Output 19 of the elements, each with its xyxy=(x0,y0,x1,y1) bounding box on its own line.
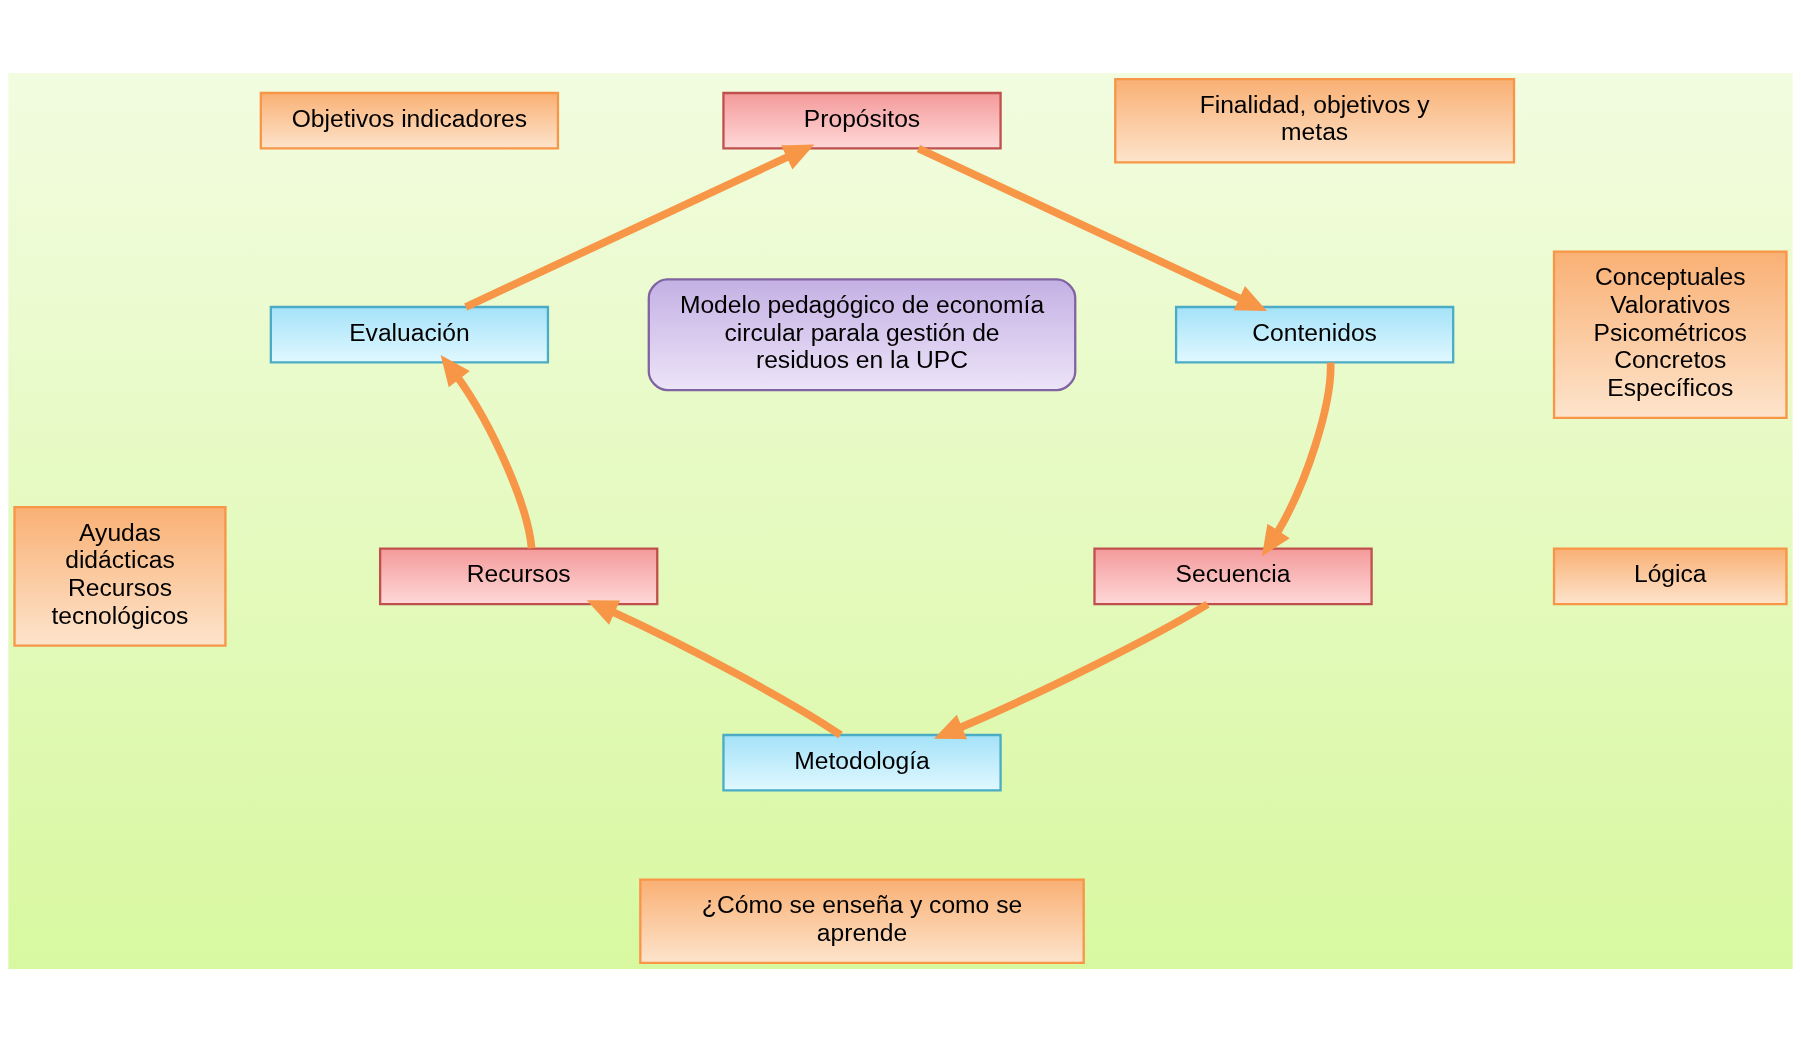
arrow xyxy=(440,355,536,549)
node-box: Secuencia xyxy=(1093,547,1373,606)
node-box: ¿Cómo se enseña y como se aprende xyxy=(639,878,1085,964)
arrow xyxy=(1261,362,1335,557)
arrow xyxy=(916,145,1267,311)
arrow xyxy=(933,600,1210,740)
node-box: Evaluación xyxy=(269,305,550,364)
node-box: Propósitos xyxy=(722,91,1002,150)
node-box: Recursos xyxy=(379,547,659,606)
node-box: Objetivos indicadores xyxy=(259,91,560,150)
arrow xyxy=(586,600,843,739)
node-box: Modelo pedagógico de economía circular parala gestión de residuos en la UPC xyxy=(647,278,1077,392)
arrow xyxy=(464,144,815,311)
node-box: Ayudas didácticas Recursos tecnológicos xyxy=(13,506,227,647)
node-box: Finalidad, objetivos y metas xyxy=(1114,78,1516,164)
node-box: Conceptuales Valorativos Psicométricos Concretos Específicos xyxy=(1552,250,1788,419)
node-box: Contenidos xyxy=(1174,305,1455,364)
node-box: Lógica xyxy=(1552,547,1788,606)
node-box: Metodología xyxy=(722,733,1002,792)
